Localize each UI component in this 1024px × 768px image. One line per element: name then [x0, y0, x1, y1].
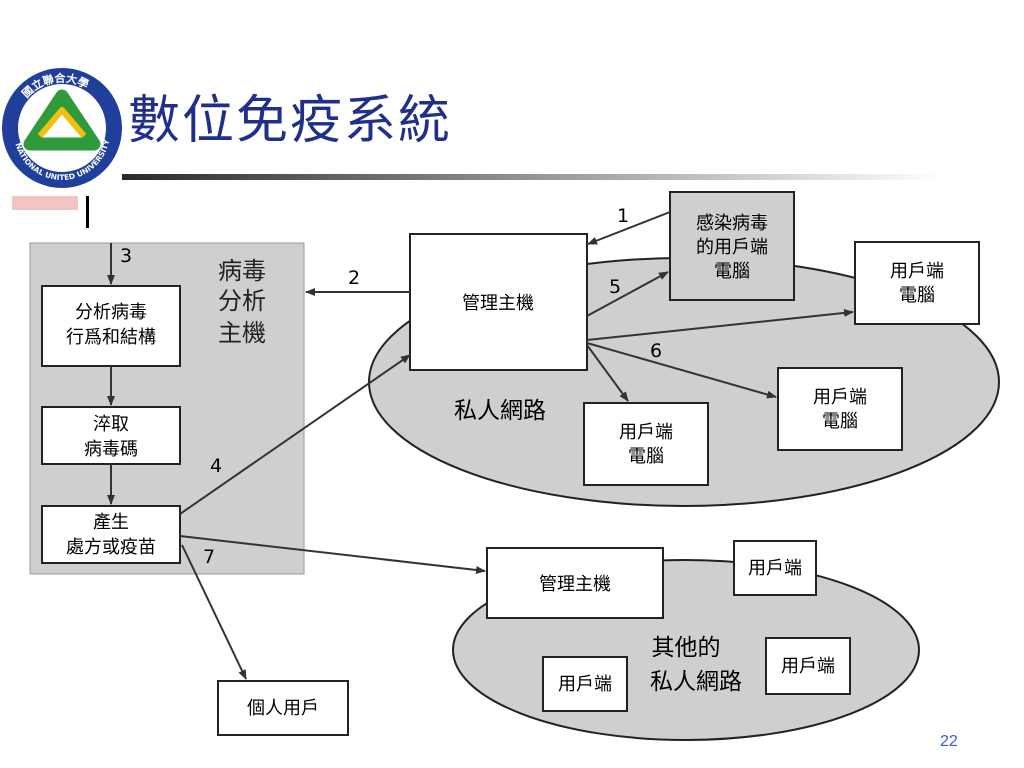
admin-host-main-label: 管理主機 [462, 293, 534, 314]
client-pc-box-2 [777, 367, 903, 451]
step-extract-line2: 病毒碼 [84, 439, 138, 460]
arrow-label-7: 7 [203, 546, 215, 568]
arrow-label-1: 1 [617, 205, 629, 227]
client-pc-box-3 [583, 402, 709, 486]
arrow-7 [179, 535, 486, 574]
admin-host-other-box [486, 547, 664, 619]
accent-tick [86, 196, 89, 228]
other-client-box-3 [542, 656, 628, 712]
private-network-label: 私人網路 [454, 398, 546, 424]
step-analyze-box [41, 285, 181, 367]
admin-host-other-label: 管理主機 [539, 574, 611, 595]
arrow-label-4: 4 [210, 455, 222, 477]
accent-bar [12, 196, 78, 210]
client-pc-box-1 [854, 241, 980, 325]
arrow-label-6: 6 [650, 340, 662, 362]
other-client-2-label: 用戶端 [781, 656, 835, 677]
step-analyze-line2: 行爲和結構 [66, 327, 156, 348]
step-produce-line2: 處方或疫苗 [66, 537, 156, 558]
arrow-label-5: 5 [609, 276, 621, 298]
step-produce-box [41, 505, 181, 564]
other-client-1-label: 用戶端 [748, 558, 802, 579]
other-client-box-2 [765, 637, 851, 695]
arrow-6a [586, 308, 854, 341]
title-rule [122, 174, 942, 180]
client-pc-3-line2: 電腦 [628, 446, 664, 467]
analysis-panel-label-2: 分析 [218, 287, 266, 315]
client-pc-2-line2: 電腦 [822, 411, 858, 432]
page-number: 22 [940, 733, 958, 750]
university-logo: 國立聯合大學 NATIONAL UNITED UNIVERSITY [2, 68, 122, 188]
infected-client-box [669, 191, 795, 301]
arrow-6b [586, 342, 777, 399]
infected-client-line2: 的用戶端 [696, 237, 768, 258]
slide-title: 數位免疫系統 [128, 91, 453, 151]
arrow-6c [586, 344, 629, 402]
other-network-line2: 私人網路 [650, 669, 742, 695]
client-pc-2-line1: 用戶端 [813, 387, 867, 408]
arrow-4 [179, 354, 411, 515]
step-produce-line1: 產生 [93, 512, 129, 533]
admin-host-main-box [409, 233, 588, 371]
analysis-panel-label-3: 主機 [218, 319, 266, 347]
step-extract-box [41, 406, 181, 465]
client-pc-3-line1: 用戶端 [619, 422, 673, 443]
individual-user-label: 個人用戶 [247, 698, 319, 719]
arrow-5 [586, 271, 669, 317]
client-pc-1-line1: 用戶端 [890, 261, 944, 282]
step-extract-line1: 淬取 [93, 414, 129, 435]
other-network-line1: 其他的 [652, 635, 721, 661]
other-client-box-1 [733, 540, 817, 596]
individual-user-box [217, 680, 349, 736]
infected-client-line3: 電腦 [714, 261, 750, 282]
arrow-label-2: 2 [348, 267, 360, 289]
arrow-individual [181, 544, 247, 680]
arrow-1 [587, 211, 671, 245]
arrow-label-3: 3 [120, 245, 132, 267]
infected-client-line1: 感染病毒 [696, 213, 768, 234]
step-analyze-line1: 分析病毒 [75, 302, 147, 323]
client-pc-1-line2: 電腦 [899, 285, 935, 306]
analysis-panel-label-1: 病毒 [218, 257, 266, 285]
other-client-3-label: 用戶端 [558, 674, 612, 695]
